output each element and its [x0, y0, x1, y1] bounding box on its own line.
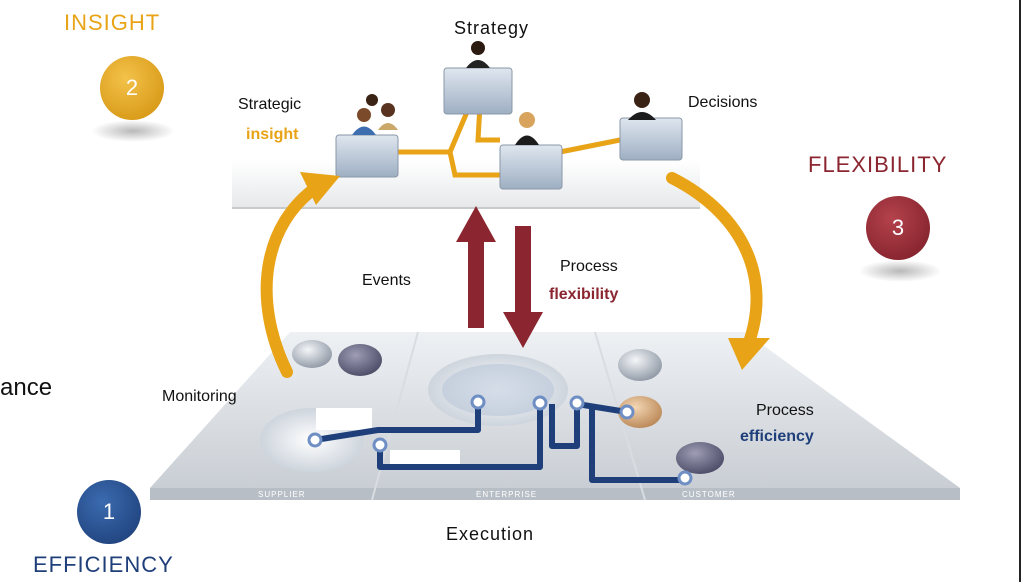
- efficiency-caption: EFFICIENCY: [33, 552, 174, 577]
- insight-badge-shadow: [91, 120, 175, 142]
- people-group: [352, 41, 656, 145]
- decisions-label: Decisions: [688, 94, 758, 111]
- process-path: [314, 401, 685, 483]
- flexibility-badge: 3: [866, 196, 930, 260]
- platform-supplier-label: SUPPLIER: [258, 490, 306, 499]
- efficiency-word: efficiency: [740, 428, 814, 445]
- flexibility-word: flexibility: [549, 286, 619, 303]
- strategy-network: [397, 104, 621, 178]
- insight-caption: INSIGHT: [64, 10, 161, 35]
- platform-enterprise-label: ENTERPRISE: [476, 490, 538, 499]
- execution-label: Execution: [446, 524, 535, 544]
- gold-arcs: [260, 172, 763, 378]
- maroon-arrows: [456, 206, 543, 348]
- flexibility-caption: FLEXIBILITY: [808, 152, 948, 177]
- strategy-label: Strategy: [454, 18, 530, 38]
- right-frame-line: [1019, 0, 1021, 582]
- process-nodes: [307, 394, 693, 486]
- events-label: Events: [362, 272, 411, 289]
- gold-arrowhead-left: [300, 172, 340, 205]
- ance-partial-label: ance: [0, 374, 53, 401]
- execution-platform: [150, 331, 960, 501]
- monitoring-label: Monitoring: [162, 388, 237, 405]
- insight-badge: 2: [100, 56, 164, 120]
- efficiency-badge: 1: [77, 480, 141, 544]
- platform-customer-label: CUSTOMER: [682, 490, 736, 499]
- gold-arrowhead-right: [728, 338, 770, 370]
- insight-word: insight: [246, 126, 299, 143]
- flexibility-badge-shadow: [858, 260, 942, 282]
- process-label-bottom: Process: [756, 402, 814, 419]
- process-label-top: Process: [560, 258, 618, 275]
- strategic-label: Strategic: [238, 96, 302, 113]
